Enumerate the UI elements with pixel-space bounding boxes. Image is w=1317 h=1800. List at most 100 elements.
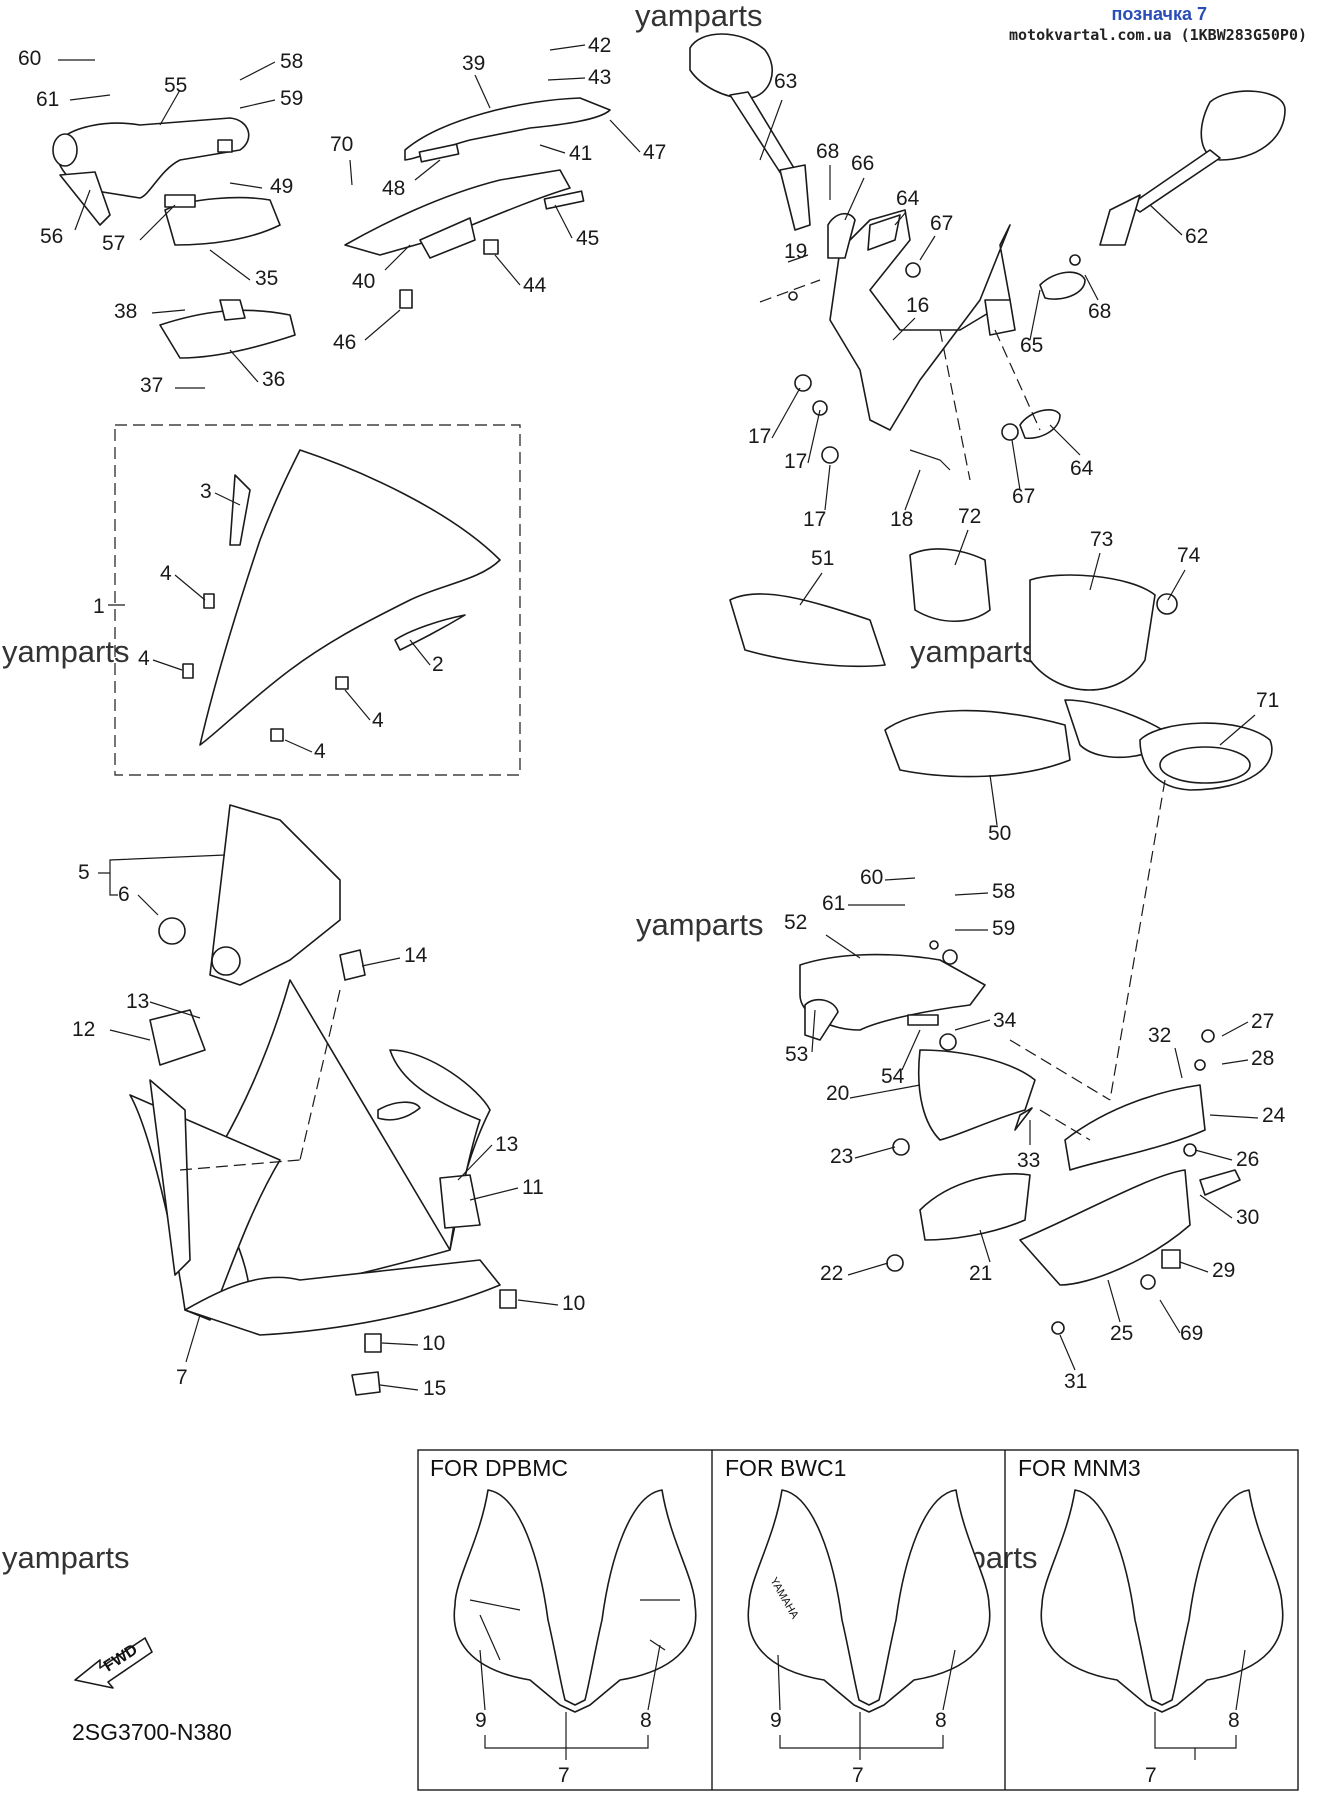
callout-63: 63 [774, 70, 797, 93]
callout-65: 65 [1020, 334, 1043, 357]
watermark: yamparts [2, 1540, 129, 1575]
watermark: yamparts [2, 634, 129, 669]
callout-3: 3 [200, 480, 212, 503]
callout-25: 25 [1110, 1322, 1133, 1345]
inner-panel-group [344, 97, 611, 309]
variant-label-9: 9 [770, 1709, 782, 1732]
callout-11: 11 [522, 1176, 544, 1199]
callout-17a: 17 [748, 425, 771, 448]
callout-45: 45 [576, 227, 599, 250]
variant-panels: FOR DPBMC 9 8 7 FOR BWC1 YAMAHA 9 8 7 [417, 1449, 1299, 1791]
lower-duct-group [799, 940, 1241, 1335]
callouts-top-center: 39 42 43 41 47 70 48 45 40 44 46 [330, 34, 666, 354]
callout-36: 36 [262, 368, 285, 391]
watermarks: yamparts yamparts yamparts yamparts yamp… [2, 0, 1037, 1575]
callout-24: 24 [1262, 1104, 1286, 1127]
watermark: yamparts [636, 907, 763, 942]
variant-label-9: 9 [475, 1709, 487, 1732]
variant-label-8: 8 [1228, 1709, 1240, 1732]
callout-60b: 60 [860, 866, 883, 889]
callout-33: 33 [1017, 1149, 1040, 1172]
callout-68b: 68 [1088, 300, 1111, 323]
callout-26: 26 [1236, 1148, 1259, 1171]
callout-42: 42 [588, 34, 611, 57]
callout-56: 56 [40, 225, 63, 248]
callout-15: 15 [423, 1377, 446, 1400]
variant-label-7: 7 [558, 1764, 570, 1787]
callout-64b: 64 [1070, 457, 1094, 480]
callout-23: 23 [830, 1145, 853, 1168]
source-caption: motokvartal.com.ua (1KBW283G50P0) [1008, 26, 1307, 44]
callouts-top-left: 60 61 55 58 59 49 56 57 35 38 36 37 [18, 47, 303, 397]
callout-59: 59 [280, 87, 303, 110]
callout-58b: 58 [992, 880, 1015, 903]
callouts-lower-right: 60 61 58 59 52 34 53 54 20 32 27 28 24 3… [784, 866, 1286, 1393]
callout-58: 58 [280, 50, 303, 73]
windscreen-group [114, 424, 521, 776]
upper-cowling-group [129, 949, 517, 1396]
fwd-arrow: FWD [74, 1637, 153, 1689]
callout-13b: 13 [495, 1133, 518, 1156]
air-duct-group [729, 548, 1273, 1101]
callout-34: 34 [993, 1009, 1017, 1032]
callout-40: 40 [352, 270, 375, 293]
callout-47: 47 [643, 141, 666, 164]
watermark: yamparts [635, 0, 762, 33]
callout-4c: 4 [372, 709, 384, 732]
callouts-cowling: 5 6 14 13 12 13 11 10 10 15 7 [72, 854, 585, 1400]
callout-49: 49 [270, 175, 293, 198]
callout-68: 68 [816, 140, 839, 163]
callout-53: 53 [785, 1043, 808, 1066]
callout-4d: 4 [314, 740, 326, 763]
callout-48: 48 [382, 177, 405, 200]
callout-67: 67 [930, 212, 953, 235]
callout-61: 61 [36, 88, 59, 111]
watermark: yamparts [910, 634, 1037, 669]
variant-label-8: 8 [935, 1709, 947, 1732]
variant-label-7: 7 [852, 1764, 864, 1787]
callout-17b: 17 [784, 450, 807, 473]
callout-57: 57 [102, 232, 125, 255]
callout-18: 18 [890, 508, 913, 531]
callout-66: 66 [851, 152, 874, 175]
callout-20: 20 [826, 1082, 849, 1105]
variant-title: FOR DPBMC [430, 1455, 568, 1481]
callout-59b: 59 [992, 917, 1015, 940]
callout-21: 21 [969, 1262, 992, 1285]
callout-46: 46 [333, 331, 356, 354]
callout-54: 54 [881, 1065, 905, 1088]
callout-6: 6 [118, 883, 130, 906]
page-title: позначка 7 [1111, 4, 1208, 24]
callout-22: 22 [820, 1262, 843, 1285]
callout-41: 41 [569, 142, 592, 165]
callouts-top-right: 63 68 66 64 67 62 19 16 68 65 17 17 64 6… [748, 70, 1208, 531]
callout-5: 5 [78, 861, 90, 884]
callout-30: 30 [1236, 1206, 1259, 1229]
callout-43: 43 [588, 66, 611, 89]
callout-71: 71 [1256, 689, 1279, 712]
callout-64: 64 [896, 187, 920, 210]
callout-4a: 4 [160, 562, 172, 585]
callout-27: 27 [1251, 1010, 1274, 1033]
callout-62: 62 [1185, 225, 1208, 248]
callout-10a: 10 [562, 1292, 585, 1315]
callout-50: 50 [988, 822, 1011, 845]
callout-16: 16 [906, 294, 929, 317]
callout-39: 39 [462, 52, 485, 75]
callout-67b: 67 [1012, 485, 1035, 508]
callout-61b: 61 [822, 892, 845, 915]
inner-cover-group [158, 804, 341, 986]
callout-60: 60 [18, 47, 41, 70]
variant-title: FOR MNM3 [1018, 1455, 1141, 1481]
callout-74: 74 [1177, 544, 1201, 567]
callout-28: 28 [1251, 1047, 1274, 1070]
callout-52: 52 [784, 911, 807, 934]
callout-69: 69 [1180, 1322, 1203, 1345]
callout-4b: 4 [138, 647, 150, 670]
callout-37: 37 [140, 374, 163, 397]
callout-2: 2 [432, 653, 444, 676]
callout-29: 29 [1212, 1259, 1235, 1282]
callout-17c: 17 [803, 508, 826, 531]
variant-label-8: 8 [640, 1709, 652, 1732]
